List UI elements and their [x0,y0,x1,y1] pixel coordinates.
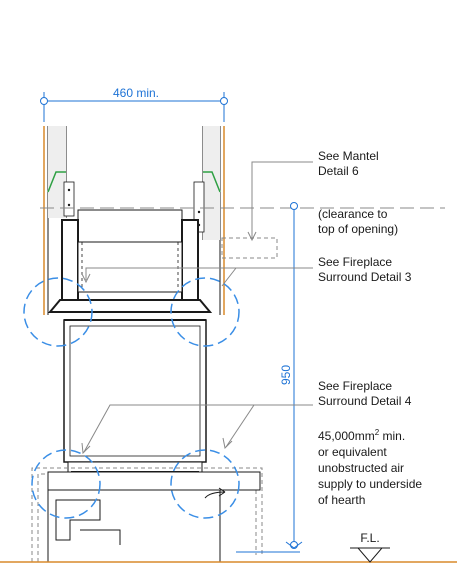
width-dimension [40,92,228,122]
left-wall [43,126,75,315]
surround3-label-line1: See Fireplace [318,255,392,269]
annotation-mantel: See Mantel Detail 6 [318,149,379,178]
surround4-label-line1: See Fireplace [318,379,392,393]
surround4-leader-right [225,404,255,448]
surround3-leader-right [221,267,237,287]
air-label-line3: unobstructed air [318,461,404,475]
surround4-arrow-left [81,442,91,455]
fireplace-hood [47,209,213,313]
surround4-arrow-right [222,437,233,450]
height-dimension-label: 950 [279,365,293,385]
circle-node-icon [40,97,48,105]
air-area-superscript: 2 [375,428,380,437]
clearance-box [221,237,278,259]
surround4-label-line2: Surround Detail 4 [318,394,412,408]
mantel-leader [251,161,313,240]
floor-level-label: F.L. [360,531,379,545]
circle-node-icon [220,97,228,105]
floor-level-marker [350,547,390,563]
dashed-circle-icon [31,449,101,519]
hearth-plinth [47,471,261,563]
leader-lines [81,161,313,455]
green-trim [203,171,221,193]
air-label-line4: supply to underside [318,477,422,491]
detail-callouts [23,277,240,519]
surround3-arrow [81,273,91,284]
annotation-clearance: (clearance to top of opening) [318,207,398,236]
mantel-label-line2: Detail 6 [318,164,359,178]
green-trim [47,171,66,193]
air-label-line2: or equivalent [318,445,387,459]
surround4-leader [83,404,313,453]
dashed-circle-icon [170,277,240,347]
left-bracket [63,181,75,217]
air-area-value: 45,000mm [318,429,375,443]
firebox [63,319,207,463]
annotation-surround3: See Fireplace Surround Detail 3 [318,255,412,284]
clearance-label-line2: top of opening) [318,222,398,236]
air-label-line1: 45,000mm2 min. [318,428,405,443]
mantel-arrow [247,231,257,242]
surround3-label-line2: Surround Detail 3 [318,270,412,284]
mantel-label-line1: See Mantel [318,149,379,163]
height-dimension [236,202,303,553]
right-wall [193,126,225,315]
surround3-leader [85,267,313,280]
width-dimension-label: 460 min. [113,86,159,100]
circle-node-icon [290,202,298,210]
air-label-line5: of hearth [318,493,365,507]
air-area-suffix: min. [379,429,405,443]
dashed-circle-icon [23,277,93,347]
annotation-air-supply: 45,000mm2 min. or equivalent unobstructe… [318,428,422,507]
down-triangle-icon [356,547,384,563]
dashed-circle-icon [170,449,240,519]
annotation-surround4: See Fireplace Surround Detail 4 [318,379,412,408]
clearance-label-line1: (clearance to [318,207,388,221]
